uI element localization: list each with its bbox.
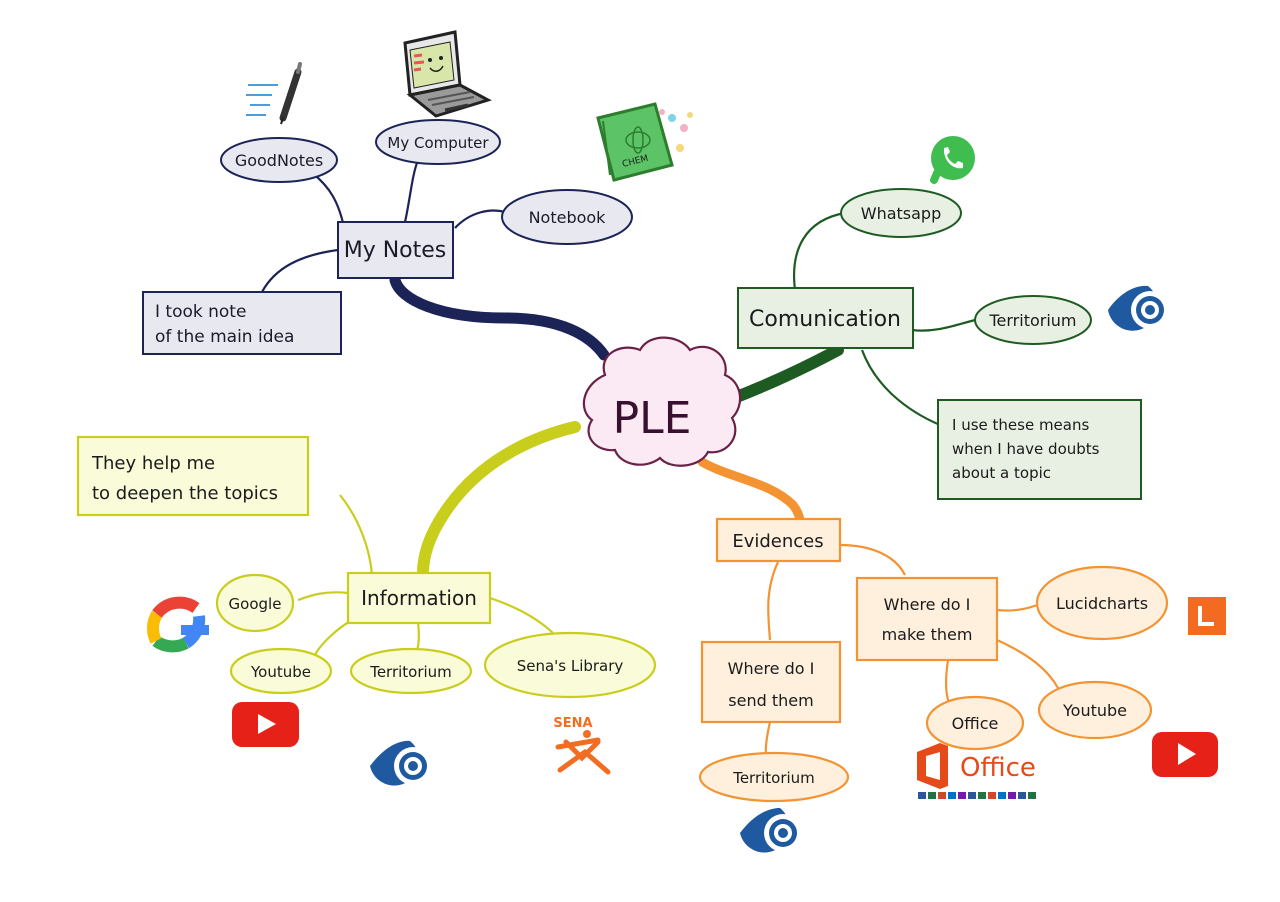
lucidcharts-node: Lucidcharts	[1035, 565, 1169, 641]
my-computer-node: My Computer	[375, 119, 501, 165]
branch-comunication	[728, 344, 844, 404]
office-logo: Office	[917, 743, 1036, 799]
territorium-icon	[370, 740, 432, 786]
send-them-box: Where do I send them	[700, 640, 842, 724]
my-notes-note-line1: I took note	[155, 302, 246, 322]
territorium-icon	[1108, 285, 1169, 331]
evidences-youtube-node: Youtube	[1037, 680, 1153, 740]
information-youtube-label: Youtube	[250, 663, 311, 681]
send-them-line1: Where do I	[728, 659, 815, 678]
my-notes-note-line2: of the main idea	[155, 327, 294, 347]
comunication-note-line3: about a topic	[952, 464, 1051, 482]
branch-information	[417, 421, 581, 576]
comunication-note-line1: I use these means	[952, 416, 1089, 434]
google-node: Google	[215, 573, 295, 633]
whatsapp-node: Whatsapp	[840, 188, 962, 238]
information-box: Information	[346, 571, 492, 625]
sena-logo-text: SENA	[553, 716, 592, 731]
evidences-label: Evidences	[732, 531, 823, 552]
territorium-icon	[740, 808, 802, 853]
library-node: Sena's Library	[483, 631, 657, 699]
branch-evidences	[697, 457, 805, 525]
youtube-icon	[1152, 732, 1218, 777]
google-icon	[147, 596, 209, 653]
information-note: They help me to deepen the topics	[76, 435, 310, 517]
goodnotes-label: GoodNotes	[235, 151, 323, 170]
sena-logo: SENA	[553, 716, 611, 775]
make-them-box: Where do I make them	[855, 576, 999, 662]
laptop-icon	[403, 30, 492, 118]
lucidchart-icon	[1188, 597, 1226, 635]
comunication-territorium-label: Territorium	[988, 311, 1076, 330]
notebook-label: Notebook	[529, 208, 607, 227]
branch-my-notes	[389, 274, 610, 361]
comunication-label: Comunication	[749, 307, 901, 332]
evidences-youtube-label: Youtube	[1062, 701, 1127, 720]
library-label: Sena's Library	[517, 657, 624, 675]
center-label: PLE	[613, 393, 692, 444]
comunication-note: I use these means when I have doubts abo…	[937, 399, 1142, 500]
my-notes-box: My Notes	[337, 221, 454, 279]
comunication-note-line2: when I have doubts	[952, 440, 1100, 458]
office-node: Office	[925, 695, 1025, 751]
whatsapp-label: Whatsapp	[861, 204, 942, 223]
make-them-line2: make them	[882, 625, 973, 644]
pen-tablet-icon	[246, 62, 302, 125]
comunication-box: Comunication	[737, 287, 914, 349]
information-note-line1: They help me	[91, 453, 215, 474]
chemistry-notebook-icon: CHEM	[596, 102, 693, 182]
center-node: PLE	[582, 336, 742, 467]
youtube-icon	[232, 702, 299, 747]
evidences-box: Evidences	[715, 517, 842, 563]
evidences-territorium-node: Territorium	[698, 751, 850, 803]
my-computer-label: My Computer	[387, 134, 489, 152]
office-label: Office	[952, 714, 999, 733]
my-notes-note: I took note of the main idea	[142, 291, 342, 355]
send-them-line2: send them	[728, 691, 813, 710]
information-note-line2: to deepen the topics	[92, 483, 278, 504]
information-territorium-node: Territorium	[349, 647, 473, 695]
information-territorium-label: Territorium	[369, 663, 452, 681]
comunication-territorium-node: Territorium	[974, 295, 1092, 345]
my-notes-connectors	[261, 159, 506, 293]
evidences-territorium-label: Territorium	[732, 769, 815, 787]
google-label: Google	[229, 595, 282, 613]
information-label: Information	[361, 586, 477, 610]
my-notes-label: My Notes	[344, 238, 447, 263]
comunication-connectors	[793, 211, 976, 427]
notebook-node: Notebook	[501, 189, 633, 245]
office-logo-text: Office	[960, 753, 1036, 783]
make-them-line1: Where do I	[884, 595, 971, 614]
whatsapp-icon	[930, 136, 975, 184]
center-cloud	[582, 336, 742, 467]
lucidcharts-label: Lucidcharts	[1056, 594, 1148, 613]
goodnotes-node: GoodNotes	[220, 137, 338, 183]
information-youtube-node: Youtube	[229, 647, 333, 695]
